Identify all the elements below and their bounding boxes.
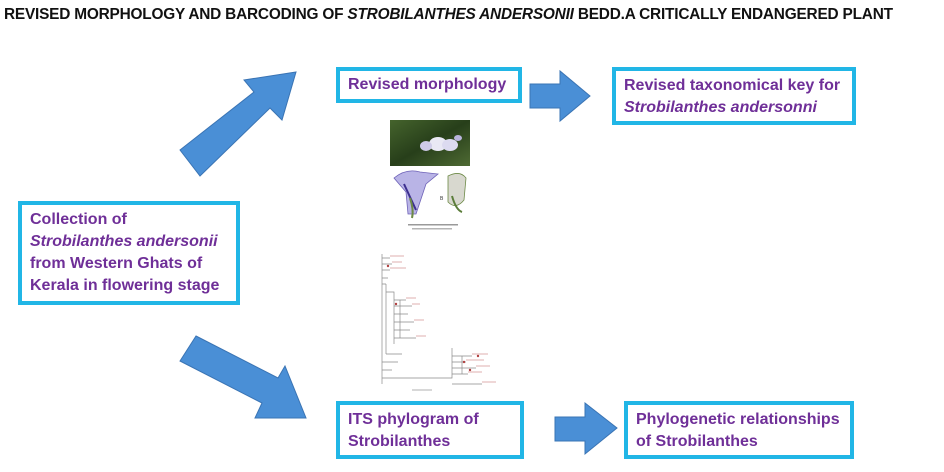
revised-morphology-label: Revised morphology [348, 76, 507, 93]
phylogenetic-line2: of Strobilanthes [636, 433, 758, 450]
collection-box: Collection of Strobilanthes andersonii f… [18, 201, 240, 305]
its-phylogram-line2: Strobilanthes [348, 433, 451, 450]
title-species: STROBILANTHES ANDERSONII [347, 6, 574, 23]
title-part1: REVISED MORPHOLOGY AND BARCODING OF [4, 6, 348, 23]
phylogenetic-line1: Phylogenetic relationships [636, 411, 840, 428]
arrow-right-bottom [554, 401, 618, 456]
its-phylogram-box: ITS phylogram of Strobilanthes [336, 401, 524, 459]
page-title: REVISED MORPHOLOGY AND BARCODING OF STRO… [4, 6, 944, 24]
revised-morphology-box: Revised morphology [336, 67, 522, 103]
collection-line1: Collection of [30, 211, 127, 228]
collection-species: Strobilanthes andersonii [30, 233, 218, 250]
phylogenetic-box: Phylogenetic relationships of Strobilant… [624, 401, 854, 459]
title-part2: BEDD.A CRITICALLY ENDANGERED PLANT [573, 6, 893, 23]
phylogram-figure [372, 244, 512, 394]
arrow-down-diagonal [179, 335, 307, 419]
figure-panel-label: B [440, 196, 444, 202]
plant-figure: B [386, 118, 478, 236]
arrow-right-top [529, 69, 591, 123]
collection-line4: Kerala in flowering stage [30, 277, 220, 294]
collection-line3: from Western Ghats of [30, 255, 203, 272]
taxonomical-key-box: Revised taxonomical key for Strobilanthe… [612, 67, 856, 125]
arrow-up-diagonal [179, 71, 297, 177]
taxonomical-key-species: Strobilanthes andersonni [624, 99, 817, 116]
taxonomical-key-line1: Revised taxonomical key for [624, 77, 841, 94]
its-phylogram-line1: ITS phylogram of [348, 411, 479, 428]
